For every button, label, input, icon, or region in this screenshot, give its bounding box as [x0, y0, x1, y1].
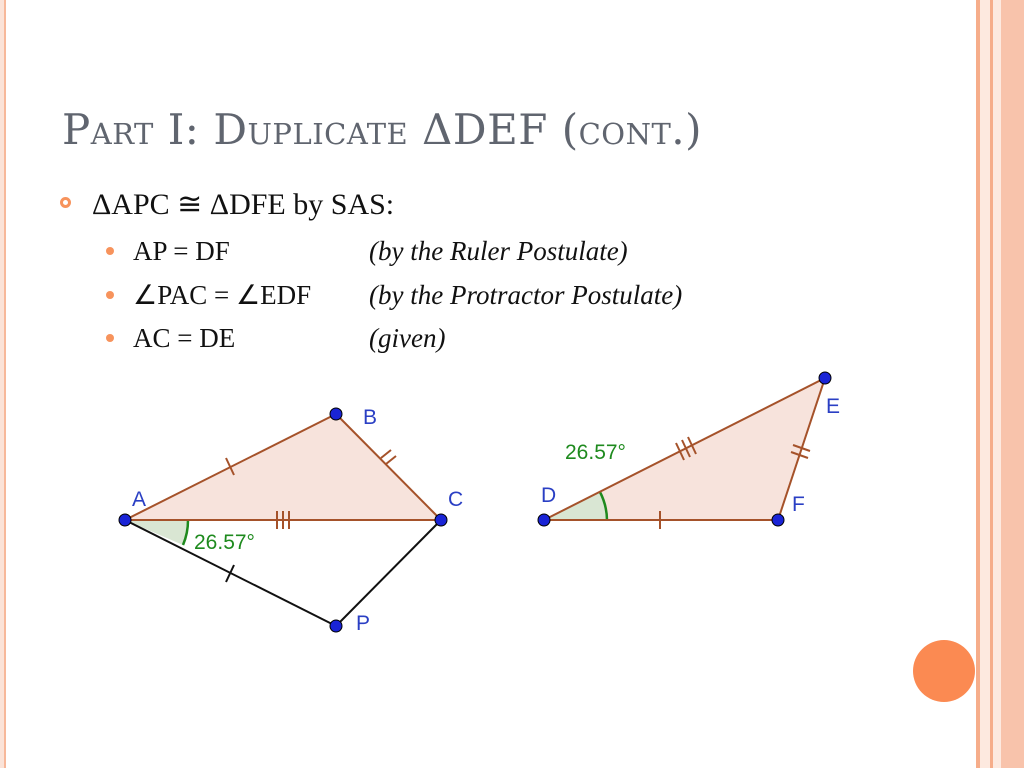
label-f: F	[792, 493, 805, 516]
slide-title: Part I: Duplicate ΔDEF (cont.)	[62, 105, 703, 154]
tick-fe-1	[792, 444, 811, 452]
point-d	[537, 513, 551, 527]
tick-fe-2	[790, 451, 809, 459]
decorative-orange-circle	[913, 640, 975, 702]
statement-text: AP = DF	[133, 236, 230, 266]
dot-bullet-icon	[106, 291, 114, 299]
label-p: P	[356, 612, 370, 635]
tick-ap	[225, 564, 235, 583]
right-border-stripes	[976, 0, 1024, 768]
point-e	[818, 371, 832, 385]
dot-bullet-icon	[106, 247, 114, 255]
angle-label-right: 26.57°	[565, 441, 626, 464]
statement-text: AC = DE	[133, 323, 236, 353]
reason-text: (given)	[369, 323, 446, 353]
label-d: D	[541, 484, 556, 507]
point-a	[118, 513, 132, 527]
reason-text: (by the Ruler Postulate)	[369, 236, 628, 266]
label-c: C	[448, 488, 463, 511]
reason-text: (by the Protractor Postulate)	[369, 280, 683, 310]
ring-bullet-icon	[60, 197, 71, 208]
segment-bc	[335, 413, 442, 521]
triangle-abc-fill	[125, 414, 441, 520]
segment-pc	[335, 519, 442, 627]
label-b: B	[363, 406, 377, 429]
label-a: A	[132, 488, 146, 511]
angle-pac-fill	[125, 520, 189, 545]
segment-de	[543, 377, 826, 521]
angle-label-left: 26.57°	[194, 531, 255, 554]
label-e: E	[826, 395, 840, 418]
tick-de-3	[687, 436, 697, 455]
tick-ab	[225, 457, 235, 476]
statement-text: ∠PAC = ∠EDF	[133, 280, 312, 310]
tick-de-1	[675, 442, 685, 461]
left-border-stripe	[0, 0, 6, 768]
point-b	[329, 407, 343, 421]
point-f	[771, 513, 785, 527]
main-bullet-text: ΔAPC ≅ ΔDFE by SAS:	[92, 188, 395, 221]
dot-bullet-icon	[106, 334, 114, 342]
tick-bc-2	[385, 455, 397, 465]
point-p	[329, 619, 343, 633]
tick-de-2	[681, 439, 691, 458]
tick-bc-1	[380, 449, 392, 459]
point-c	[434, 513, 448, 527]
